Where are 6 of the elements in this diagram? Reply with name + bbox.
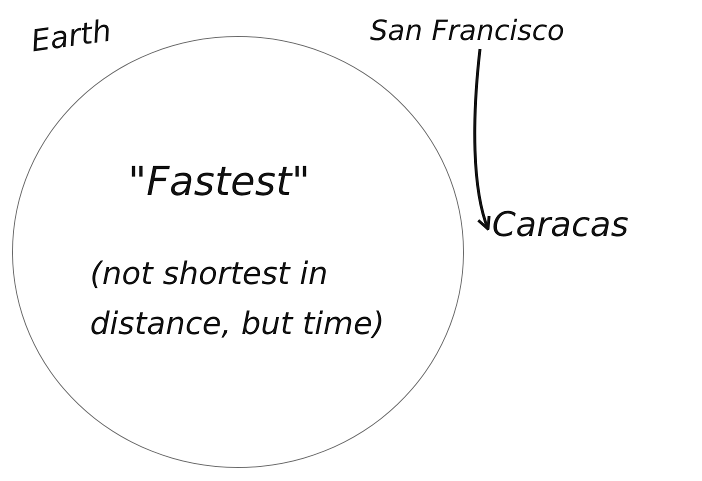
circle-title: Earth — [28, 14, 114, 60]
place-label: San Francisco — [370, 14, 564, 47]
heading-text: "Fastest" — [128, 158, 310, 207]
note-text: (not shortest in distance, but time) — [90, 255, 386, 344]
arrow — [473, 48, 492, 230]
place-label: Caracas — [492, 205, 629, 245]
